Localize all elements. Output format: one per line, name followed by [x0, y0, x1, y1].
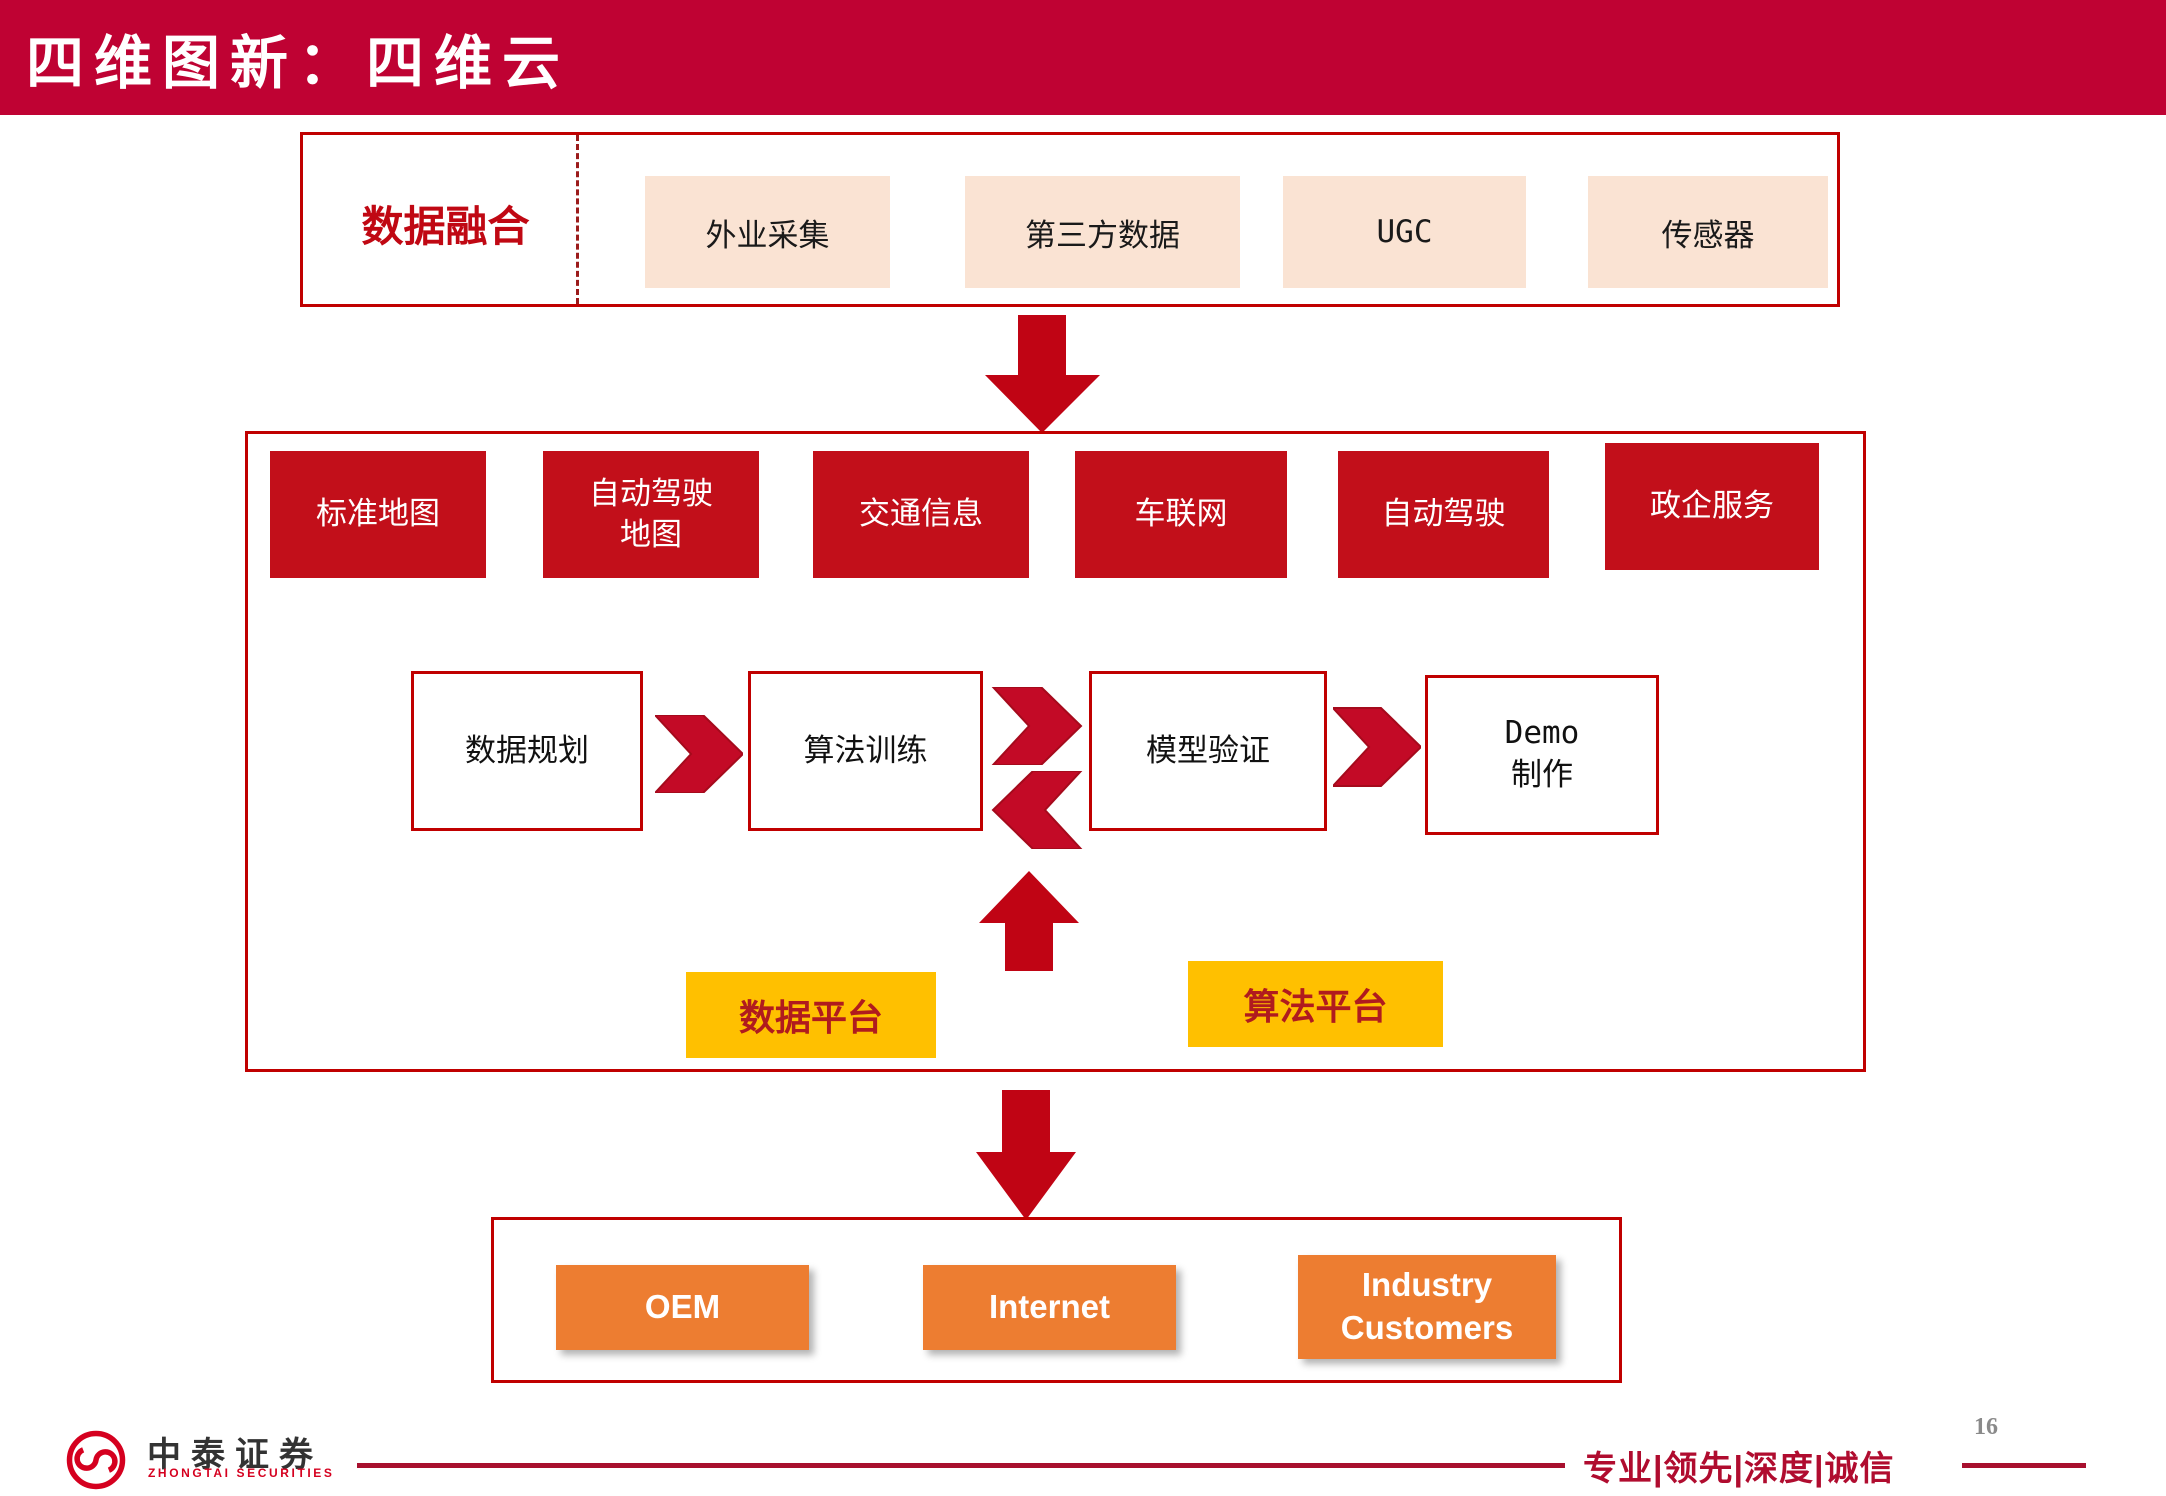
business-box-autonomous-driving-map: 自动驾驶 地图: [543, 451, 759, 578]
cloud-platform-container: 标准地图 自动驾驶 地图 交通信息 车联网 自动驾驶 政企服务 数据规划 算法训…: [245, 431, 1866, 1072]
business-box-autonomous-driving: 自动驾驶: [1338, 451, 1549, 578]
platform-box-data-platform: 数据平台: [686, 972, 936, 1058]
chevron-right-icon: [655, 715, 743, 793]
platform-box-algorithm-platform: 算法平台: [1188, 961, 1443, 1047]
business-box-standard-map: 标准地图: [270, 451, 486, 578]
zhongtai-logo-icon: [66, 1430, 126, 1490]
slide-title: 四维图新：四维云: [26, 31, 571, 96]
down-arrow-bottom: [976, 1090, 1076, 1220]
data-fusion-label: 数据融合: [361, 202, 530, 250]
chevron-left-icon: [991, 771, 1083, 849]
pipeline-box-algorithm-training: 算法训练: [748, 671, 983, 831]
page-number: 16: [1974, 1414, 1998, 1440]
chevron-right-icon: [991, 687, 1083, 765]
pipeline-box-model-validation: 模型验证: [1089, 671, 1327, 831]
dashed-divider: [576, 135, 579, 304]
customer-box-oem: OEM: [556, 1265, 809, 1350]
pipeline-box-data-planning: 数据规划: [411, 671, 643, 831]
footer-slogan: 专业|领先|深度|诚信: [1583, 1450, 1895, 1488]
source-box-field-collection: 外业采集: [645, 176, 890, 288]
footer-divider-left: [357, 1463, 1565, 1468]
source-box-ugc: UGC: [1283, 176, 1526, 288]
pipeline-box-demo-production: Demo 制作: [1425, 675, 1659, 835]
data-fusion-container: 数据融合 外业采集 第三方数据 UGC 传感器: [300, 132, 1840, 307]
business-box-gov-enterprise-service: 政企服务: [1605, 443, 1819, 570]
chevron-right-icon: [1333, 707, 1421, 787]
source-box-sensor: 传感器: [1588, 176, 1828, 288]
title-banner: [0, 0, 2166, 115]
up-arrow: [979, 871, 1079, 971]
down-arrow-top: [985, 315, 1100, 433]
customers-container: OEM Internet Industry Customers: [491, 1217, 1622, 1383]
customer-box-industry-customers: Industry Customers: [1298, 1255, 1556, 1359]
business-box-connected-car: 车联网: [1075, 451, 1287, 578]
brand-name-en: ZHONGTAI SECURITIES: [148, 1466, 335, 1480]
brand-name-cn: 中泰证券: [147, 1436, 323, 1474]
business-box-traffic-info: 交通信息: [813, 451, 1029, 578]
source-box-third-party-data: 第三方数据: [965, 176, 1240, 288]
footer-divider-right: [1962, 1463, 2086, 1468]
customer-box-internet: Internet: [923, 1265, 1176, 1350]
